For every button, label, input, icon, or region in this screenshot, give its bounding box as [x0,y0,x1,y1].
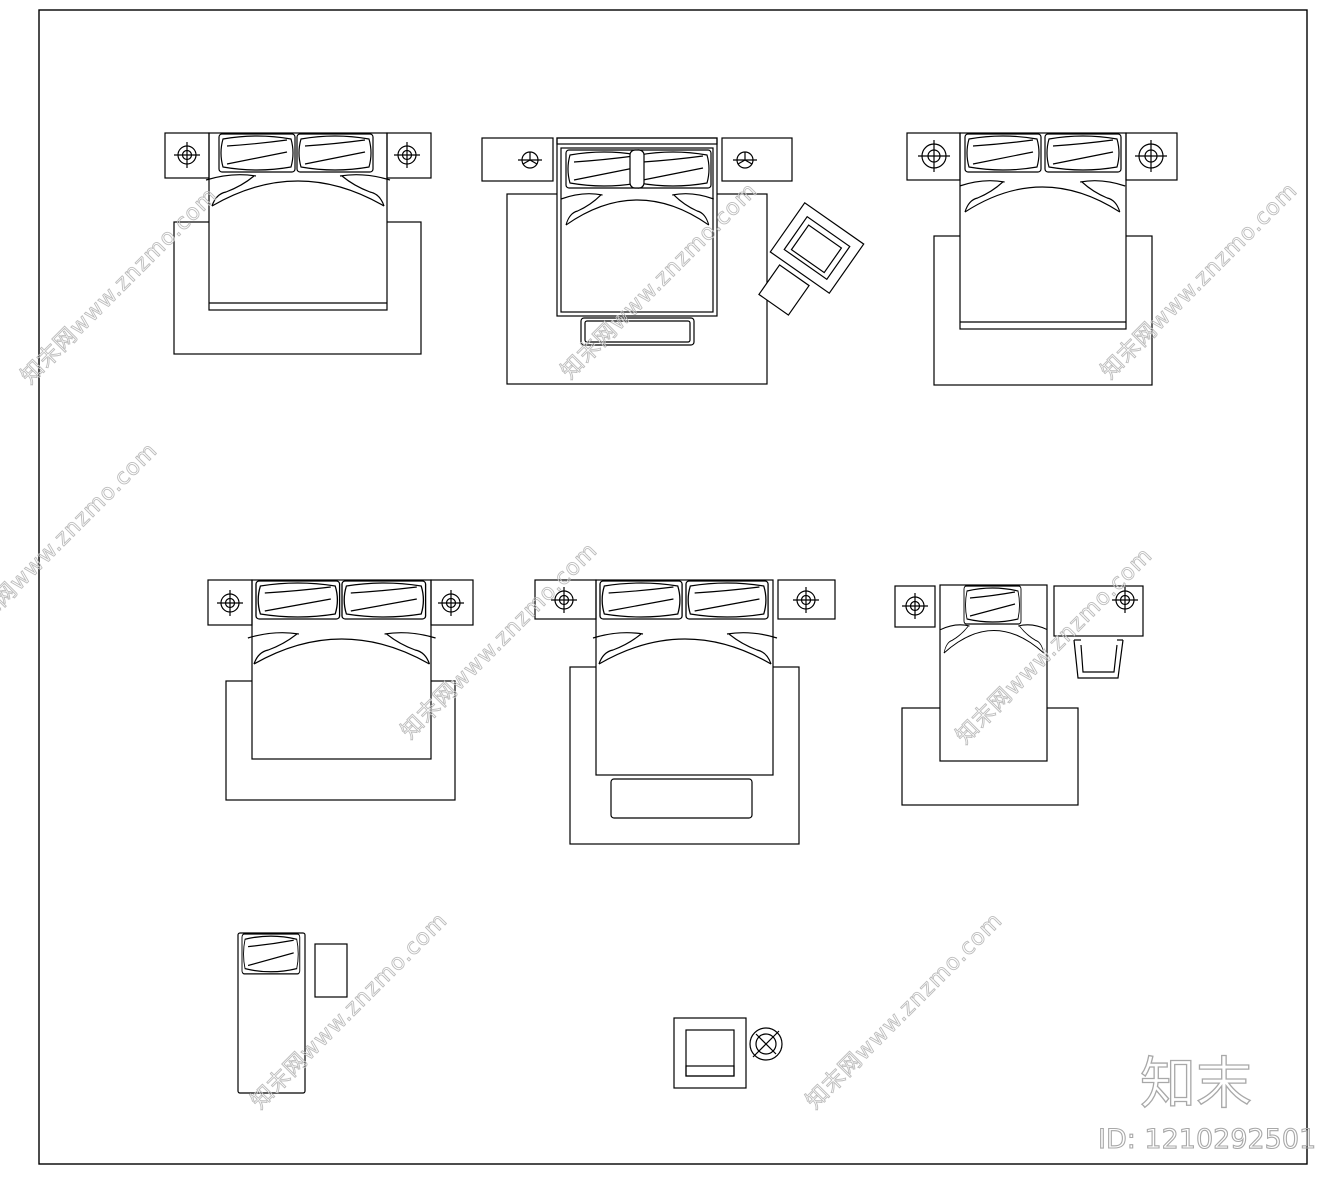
nightstand [894,585,936,628]
floor-lamp-icon [749,1027,783,1061]
watermark-text: 知末网www.znzmo.com [247,908,453,1114]
double-bed-symbol-5 [534,579,836,845]
watermark-text: 知末网www.znzmo.com [802,908,1008,1114]
king-bed-symbol [481,137,865,385]
watermark-text: 知末网www.znzmo.com [17,183,223,389]
lamp-icon [517,151,543,169]
nightstand-left [164,132,210,179]
double-bed-symbol-4 [207,579,474,801]
bed-frame [595,579,774,776]
bed-frame [959,132,1127,330]
armchair-symbol [673,1017,783,1089]
nightstand-left [906,132,961,181]
cot-frame [237,932,306,1094]
single-bed-symbol [894,584,1144,806]
side-table [314,943,348,998]
nightstand-right [777,579,836,620]
bench [580,317,695,346]
armchair [769,201,865,295]
nightstand-left [207,579,253,626]
bench [610,778,753,819]
nightstand-right [430,579,474,626]
lamp-icon [1134,139,1168,173]
bed-frame [208,132,388,311]
nightstand-right [721,137,793,182]
desk-chair [1073,639,1124,679]
lamp-icon [732,151,758,169]
watermark-text: 知末网www.znzmo.com [1097,178,1303,384]
lamp-icon [917,139,951,173]
lamp-icon [393,141,421,169]
ottoman [758,264,810,316]
site-logo: 知末 [1140,1052,1252,1117]
double-bed-symbol-3 [906,132,1178,386]
lamp-icon [216,589,244,617]
lamp-icon [173,141,201,169]
nightstand-right [386,132,432,179]
lamp-icon [901,592,929,620]
lamp-icon [437,589,465,617]
sheet-frame [38,9,1308,1165]
armchair [673,1017,747,1089]
id-label: ID: 1210292501 [1098,1124,1316,1155]
desk [1053,585,1144,637]
nightstand-left [481,137,554,182]
double-bed-symbol-1 [164,132,432,355]
pillow [241,933,301,975]
nightstand-right [1125,132,1178,181]
bed-frame [939,584,1048,762]
single-cot-symbol [237,932,348,1094]
watermark-text: 知末网www.znzmo.com [0,438,163,644]
nightstand-left [534,579,597,620]
lamp-icon [792,586,820,614]
